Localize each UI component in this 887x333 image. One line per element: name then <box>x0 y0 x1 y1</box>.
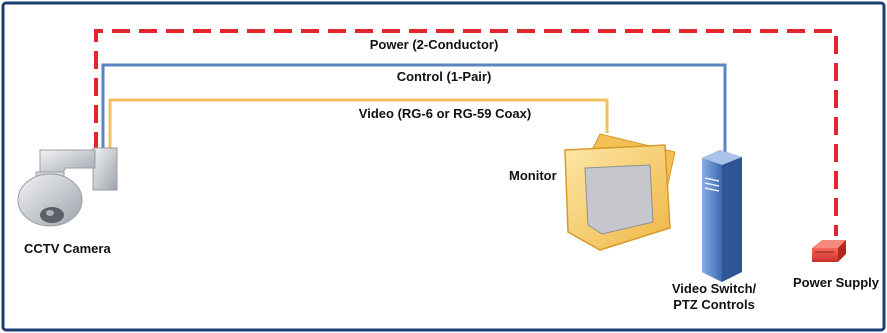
cctv-camera-label: CCTV Camera <box>24 241 111 256</box>
video-cable <box>108 98 609 152</box>
monitor-icon <box>564 133 676 251</box>
video-switch-label-line1: Video Switch/ <box>672 281 757 296</box>
video-cable-label: Video (RG-6 or RG-59 Coax) <box>359 106 531 121</box>
control-cable-label: Control (1-Pair) <box>397 69 492 84</box>
control-cable <box>101 63 727 154</box>
video-switch-icon <box>702 150 742 282</box>
monitor-label: Monitor <box>509 168 557 183</box>
power-supply-icon <box>812 240 846 262</box>
power-cable <box>94 29 838 236</box>
power-cable-label: Power (2-Conductor) <box>370 37 499 52</box>
video-switch-label-line2: PTZ Controls <box>673 297 755 312</box>
cctv-camera-icon <box>17 147 118 227</box>
power-supply-label: Power Supply <box>793 275 880 290</box>
